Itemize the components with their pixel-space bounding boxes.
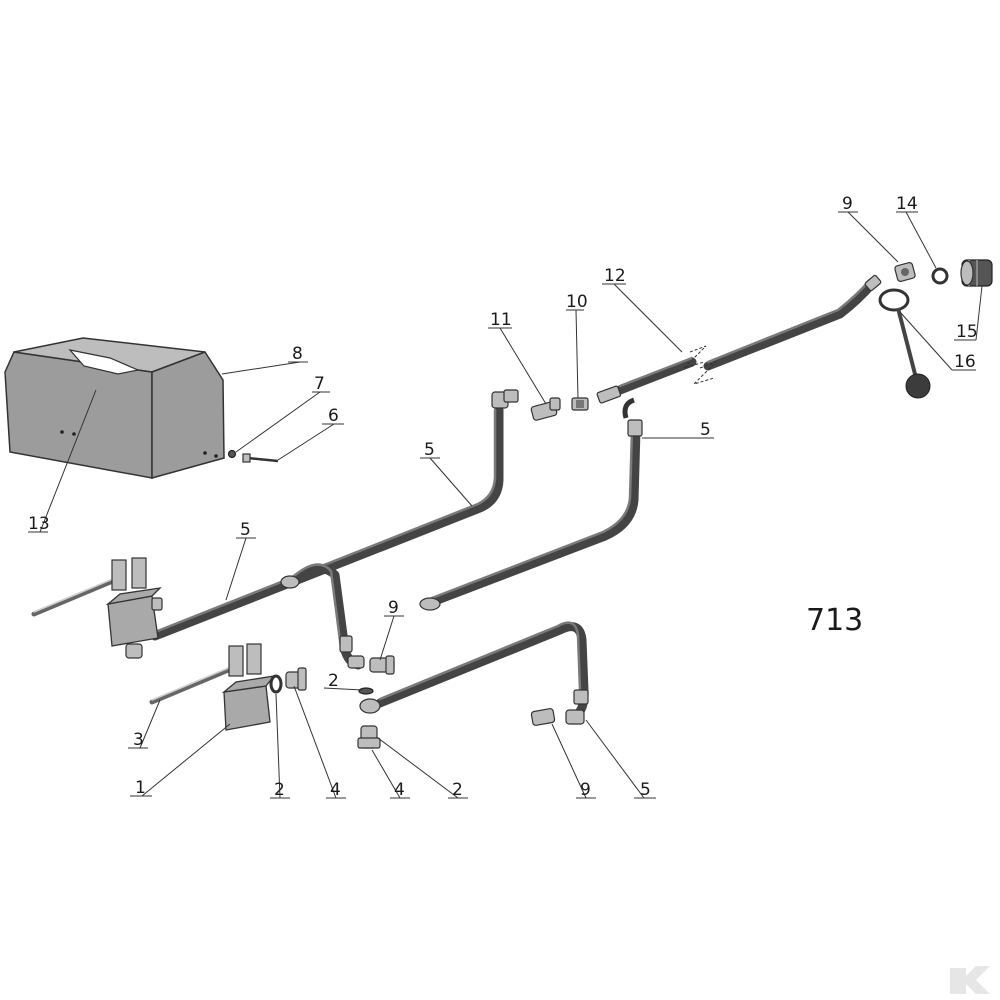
callout-8: 8 [292,344,303,364]
elbow-fitting [530,397,561,421]
callout-labels: 1 2 4 3 4 2 2 9 9 5 5 5 5 6 7 8 13 11 10… [28,194,978,800]
callout-11: 11 [490,310,512,330]
callout-10: 10 [566,292,588,312]
callout-16: 16 [954,352,976,372]
callout-13: 13 [28,514,50,534]
bolt [242,453,279,463]
callout-2-left: 2 [274,780,285,800]
cover-plate [4,337,225,479]
adapter-fitting-top [894,262,916,282]
watermark-logo [950,966,990,994]
callout-3: 3 [133,730,144,750]
dust-cap [878,288,931,399]
straight-adapter-left [285,667,307,691]
callout-4-left: 4 [330,780,341,800]
seal-ring-left [269,674,283,694]
callout-15: 15 [956,322,978,342]
adapter-fitting-middle [369,655,395,675]
callout-4-middle: 4 [394,780,405,800]
nut [227,449,237,459]
callout-5-left: 5 [240,520,251,540]
callout-5-right: 5 [700,420,711,440]
leader-lines [28,211,983,799]
hose-right [419,397,643,611]
hose-lower [359,621,589,725]
callout-5-lower: 5 [640,780,651,800]
callout-5-upper: 5 [424,440,435,460]
coupler [960,259,993,287]
seal-ring-middle [358,687,374,695]
callout-12: 12 [604,266,626,286]
figure-number: 713 [806,603,863,638]
callout-7: 7 [314,374,325,394]
hose-middle-s [280,563,365,670]
callout-9-top: 9 [842,194,853,214]
seal-ring-top [931,267,949,285]
straight-adapter-middle [357,725,381,749]
callout-9-middle: 9 [388,598,399,618]
callout-6: 6 [328,406,339,426]
callout-1: 1 [135,778,146,798]
callout-2-middle: 2 [328,671,339,691]
hose-upper [150,389,519,641]
adapter-fitting-lower [530,708,556,726]
long-hose [596,274,882,404]
straight-fitting [571,397,589,411]
valve-block-upper [31,557,163,659]
callout-14: 14 [896,194,918,214]
valve-block-lower [149,643,276,731]
callout-9-lower: 9 [580,780,591,800]
callout-2-bottom: 2 [452,780,463,800]
